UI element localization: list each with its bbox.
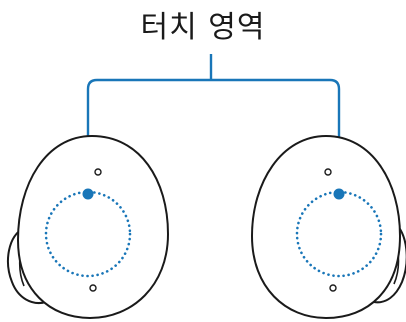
- callout-left-leg: [86, 78, 211, 190]
- right-earbud-body: [250, 134, 402, 320]
- right-sensor-dot-top: [324, 168, 332, 176]
- callout-right-leg: [211, 78, 341, 190]
- left-sensor-dot-top: [94, 168, 102, 176]
- right-touch-point: [333, 188, 345, 200]
- left-touch-point: [82, 188, 94, 200]
- callout-bracket: [86, 54, 341, 190]
- left-sensor-dot-bottom: [89, 284, 97, 292]
- right-earbud: [250, 134, 406, 320]
- left-earbud-body: [16, 134, 170, 320]
- title-label: 터치 영역: [140, 10, 266, 45]
- right-sensor-dot-bottom: [329, 284, 337, 292]
- left-earbud: [7, 134, 170, 320]
